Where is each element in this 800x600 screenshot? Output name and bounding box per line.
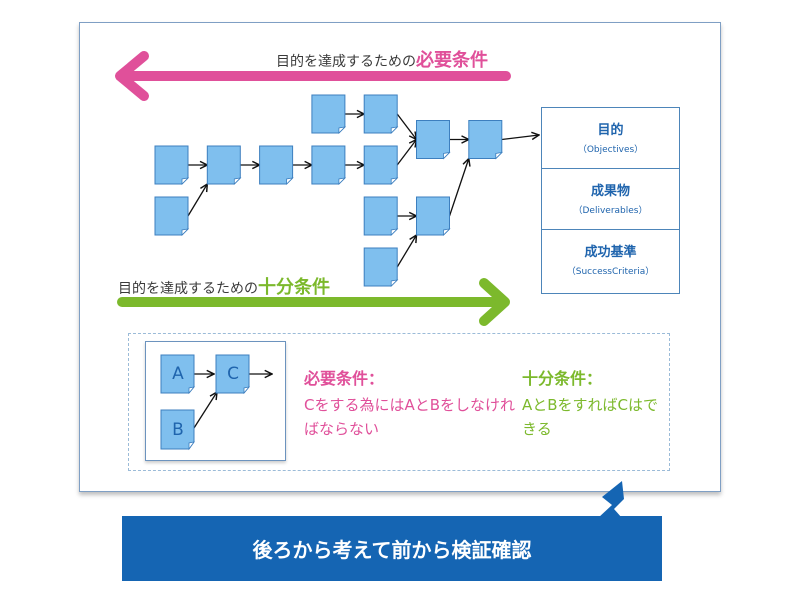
necessary-condition-description: Cをする為にはAとBをしなければならない bbox=[304, 396, 516, 438]
node-shape bbox=[311, 94, 346, 134]
network-nodes bbox=[154, 94, 503, 287]
goal-objectives-subtitle: （Objectives） bbox=[577, 145, 644, 155]
network-node-n12 bbox=[416, 196, 451, 236]
network-node-n13 bbox=[468, 120, 503, 160]
network-node-n9 bbox=[363, 196, 399, 236]
node-shape bbox=[311, 145, 346, 185]
network-node-n11 bbox=[416, 120, 451, 160]
node-fold-corner bbox=[286, 177, 294, 185]
sufficient-condition-description: AとBをすればCはできる bbox=[522, 396, 659, 438]
node-shape bbox=[154, 196, 189, 236]
edge-n13-goal bbox=[501, 135, 539, 141]
summary-banner: 後ろから考えて前から検証確認 bbox=[122, 516, 662, 581]
network-edges bbox=[187, 113, 539, 268]
node-shape bbox=[154, 145, 189, 185]
goal-panel: 目的 （Objectives） 成果物 （Deliverables） 成功基準 … bbox=[541, 107, 680, 294]
edge-n10-n12 bbox=[396, 235, 416, 268]
goal-objectives: 目的 （Objectives） bbox=[542, 108, 679, 169]
node-fold-corner bbox=[390, 279, 399, 287]
node-fold-corner bbox=[233, 177, 242, 185]
necessary-condition-label: 目的を達成するための必要条件 bbox=[276, 46, 488, 72]
sufficient-label-prefix: 目的を達成するための bbox=[118, 281, 258, 297]
summary-banner-text: 後ろから考えて前から検証確認 bbox=[252, 538, 532, 562]
legend-node-a-label: A bbox=[172, 364, 184, 384]
node-shape bbox=[363, 196, 398, 236]
network-node-n2 bbox=[154, 196, 190, 236]
necessary-label-prefix: 目的を達成するための bbox=[276, 54, 416, 70]
sufficient-condition-title: 十分条件： bbox=[522, 369, 603, 388]
goal-success-criteria-subtitle: （SuccessCriteria） bbox=[566, 267, 655, 277]
necessary-condition-title: 必要条件： bbox=[304, 369, 385, 388]
node-shape bbox=[363, 94, 398, 134]
network-node-n5 bbox=[311, 94, 347, 134]
network-node-n7 bbox=[363, 94, 399, 134]
node-shape bbox=[468, 120, 503, 159]
node-shape bbox=[363, 145, 398, 185]
sufficient-arrow bbox=[117, 278, 510, 326]
legend-node-b-label: B bbox=[172, 420, 184, 440]
banner-callout-tail bbox=[598, 481, 624, 518]
network-node-n8 bbox=[363, 145, 399, 185]
necessary-label-emphasis: 必要条件 bbox=[416, 50, 488, 71]
edge-n12-n13 bbox=[448, 159, 469, 217]
network-node-n3 bbox=[206, 145, 242, 185]
node-fold-corner bbox=[443, 151, 451, 160]
node-fold-corner bbox=[338, 177, 347, 185]
legend-box bbox=[128, 333, 670, 471]
node-fold-corner bbox=[390, 126, 399, 134]
node-fold-corner bbox=[390, 228, 399, 236]
network-node-n6 bbox=[311, 145, 347, 185]
goal-success-criteria-title: 成功基準 bbox=[584, 245, 637, 260]
node-shape bbox=[363, 247, 398, 287]
network-node-n4 bbox=[259, 145, 294, 185]
legend-diagram-box bbox=[145, 341, 286, 461]
edge-n8-n11 bbox=[396, 140, 416, 166]
node-fold-corner bbox=[338, 126, 347, 134]
network-node-n10 bbox=[363, 247, 399, 287]
node-shape bbox=[206, 145, 241, 185]
goal-deliverables-title: 成果物 bbox=[590, 184, 630, 199]
sufficient-condition-label: 目的を達成するための十分条件 bbox=[118, 273, 330, 299]
goal-success-criteria: 成功基準 （SuccessCriteria） bbox=[542, 230, 679, 291]
goal-deliverables-subtitle: （Deliverables） bbox=[573, 206, 648, 216]
goal-objectives-title: 目的 bbox=[597, 123, 624, 138]
node-shape bbox=[416, 196, 450, 236]
network-node-n1 bbox=[154, 145, 190, 185]
node-fold-corner bbox=[390, 177, 399, 185]
goal-deliverables: 成果物 （Deliverables） bbox=[542, 169, 679, 230]
node-shape bbox=[416, 120, 450, 159]
edge-n2-n3 bbox=[187, 184, 207, 217]
node-fold-corner bbox=[443, 228, 451, 236]
node-fold-corner bbox=[181, 228, 190, 236]
edge-n7-n11 bbox=[396, 113, 416, 140]
node-shape bbox=[259, 145, 294, 185]
sufficient-label-emphasis: 十分条件 bbox=[258, 277, 330, 298]
necessary-arrow bbox=[115, 51, 511, 101]
node-fold-corner bbox=[495, 151, 503, 160]
legend-node-c-label: C bbox=[227, 364, 239, 384]
node-fold-corner bbox=[181, 177, 190, 185]
